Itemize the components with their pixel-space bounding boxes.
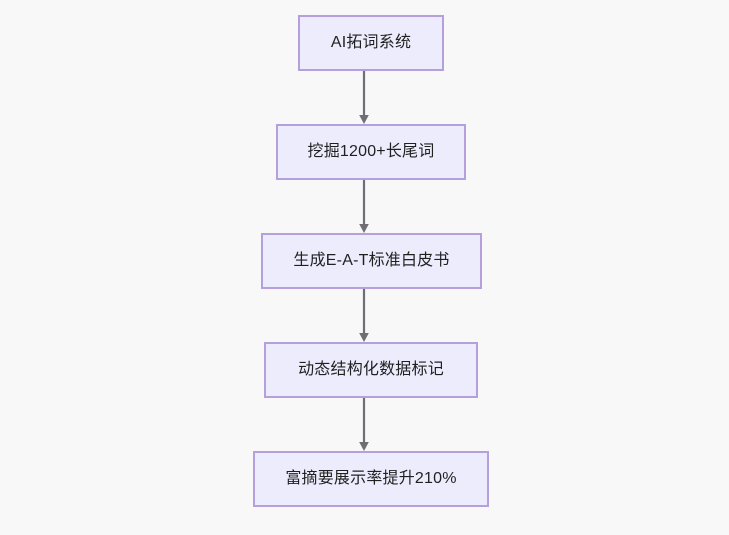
flow-connector-arrow	[357, 289, 371, 342]
flow-node-label: AI拓词系统	[330, 34, 412, 52]
flow-connector-arrow	[357, 71, 371, 124]
flow-node-label: 动态结构化数据标记	[298, 361, 444, 379]
flow-node-label: 挖掘1200+长尾词	[307, 143, 435, 161]
flow-connector-arrow	[357, 180, 371, 233]
flow-node-ai-keyword-system[interactable]: AI拓词系统	[298, 15, 444, 71]
flow-connector-arrow	[357, 398, 371, 451]
flow-node-label: 富摘要展示率提升210%	[285, 470, 457, 488]
flow-node-eat-whitepaper[interactable]: 生成E-A-T标准白皮书	[261, 233, 482, 289]
flow-node-rich-snippet-result[interactable]: 富摘要展示率提升210%	[253, 451, 489, 507]
flow-node-label: 生成E-A-T标准白皮书	[293, 252, 450, 270]
flow-node-longtail-keywords[interactable]: 挖掘1200+长尾词	[276, 124, 466, 180]
flow-node-structured-data-markup[interactable]: 动态结构化数据标记	[264, 342, 478, 398]
